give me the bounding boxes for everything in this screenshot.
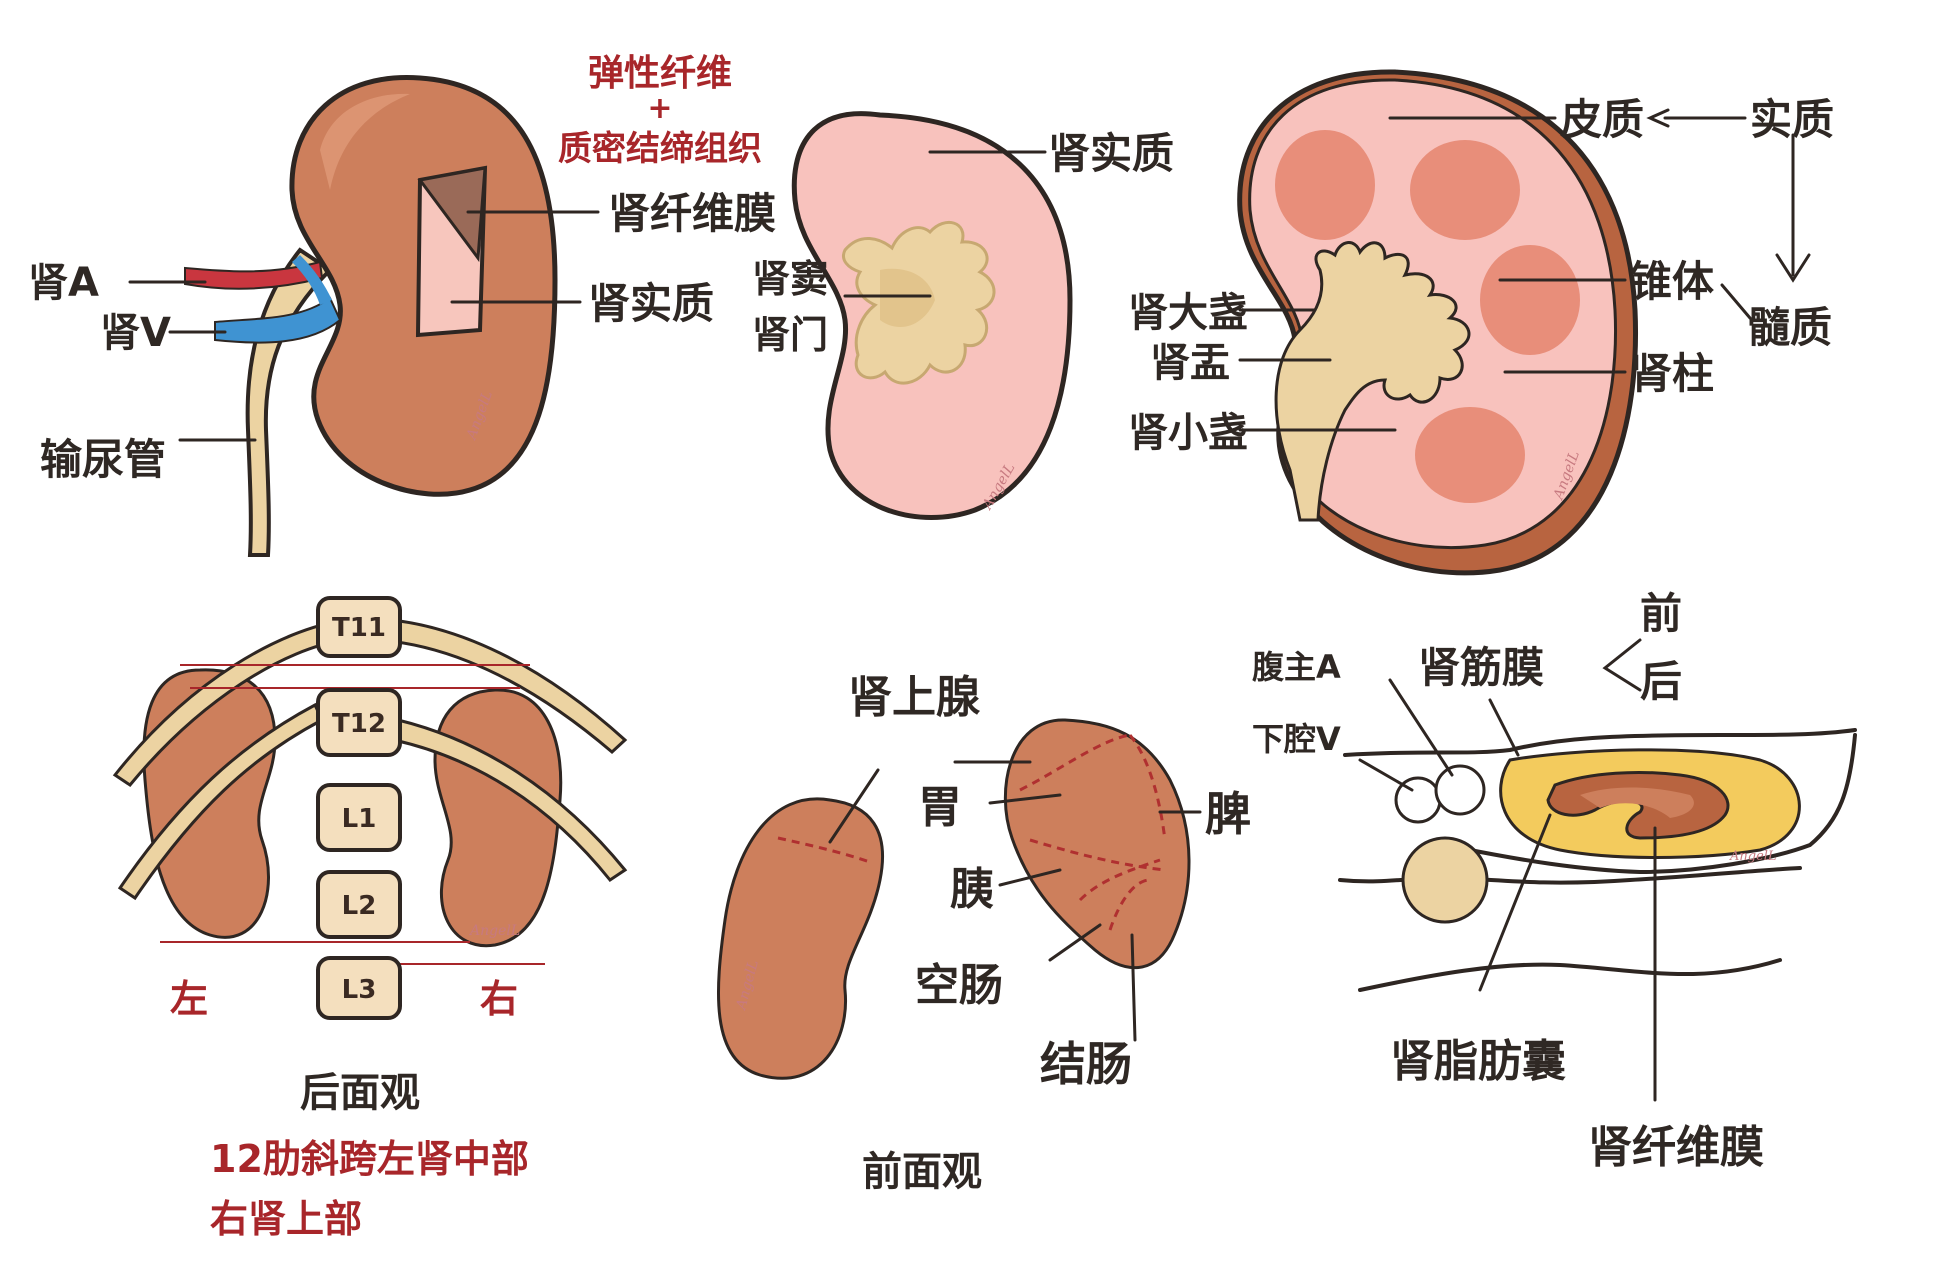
left-kidney-adrenal-line	[777, 836, 871, 864]
vertebra-l3	[316, 956, 402, 1020]
body-wall-outline	[1343, 728, 1857, 757]
label-colon: 结肠	[1040, 1037, 1132, 1091]
label-adipose-capsule: 肾脂肪囊	[1390, 1036, 1566, 1087]
panel-coronal-section	[791, 111, 1073, 520]
pancreas-area-line	[1029, 838, 1166, 872]
annotation-plus: +	[647, 91, 672, 126]
vertebra-t11	[316, 596, 402, 658]
stomach-area-line	[1019, 733, 1131, 792]
label-spleen: 脾	[1205, 787, 1251, 841]
label-pelvis: 肾盂	[1150, 340, 1230, 386]
label-aorta: 腹主A	[1252, 648, 1341, 686]
label-pancreas: 胰	[950, 864, 994, 915]
panel-anterior-view	[716, 718, 1202, 1080]
annotation-elastic-fiber: 弹性纤维	[588, 53, 732, 94]
label-stomach: 胃	[918, 782, 962, 833]
label-renal-column: 肾柱	[1630, 349, 1714, 398]
cross-section-inner	[1580, 787, 1694, 818]
label-jejunum: 空肠	[915, 960, 1003, 1011]
vertebra-label-l2: L2	[342, 891, 377, 921]
label-posterior: 后	[1640, 657, 1682, 706]
label-fibrous-capsule: 肾纤维膜	[608, 189, 776, 238]
renal-artery	[184, 260, 324, 290]
label-right: 右	[480, 977, 518, 1021]
label-medulla: 髓质	[1748, 303, 1832, 352]
panel-cross-section	[1338, 638, 1857, 1102]
annotation-dense-connective-tissue: 质密结缔组织	[558, 129, 762, 169]
kidney-shade	[320, 93, 410, 190]
panel-external-kidney	[128, 75, 600, 557]
calyces-pelvis	[1274, 241, 1471, 522]
panel-posterior-view	[112, 596, 628, 1020]
label-ureter: 输尿管	[40, 435, 166, 484]
renal-vein	[214, 296, 342, 344]
pyramid-4	[1415, 407, 1525, 503]
renal-vein-upper	[292, 255, 332, 305]
abdominal-aorta	[1434, 764, 1486, 816]
label-minor-calyx: 肾小盏	[1128, 410, 1248, 456]
right-kidney-anterior	[1003, 718, 1191, 970]
label-left: 左	[170, 977, 208, 1021]
label-renal-vein: 肾V	[100, 310, 171, 356]
signature-6: AngelL	[1729, 849, 1777, 864]
jejunum-area-line	[1078, 858, 1161, 902]
cross-section-kidney	[1546, 770, 1730, 840]
vertebra-label-l3: L3	[342, 975, 377, 1005]
colon-area-line	[1108, 878, 1151, 931]
lower-wall-outline	[1358, 958, 1782, 992]
fascia-line	[1458, 733, 1857, 874]
posterior-note-line-2: 右肾上部	[210, 1197, 362, 1241]
label-parenchyma: 肾实质	[588, 279, 714, 328]
vertebra-t12	[316, 688, 402, 757]
label-hilum: 肾门	[752, 313, 828, 357]
pyramid-2	[1410, 140, 1520, 240]
vertebral-body	[1401, 836, 1489, 924]
label-ivc: 下腔V	[1252, 720, 1341, 758]
vertebra-l2	[316, 870, 402, 939]
spleen-area-line	[1128, 734, 1167, 841]
rib-11	[112, 617, 628, 787]
signature-4: AngelL	[468, 923, 520, 939]
label-parenchyma-3: 实质	[1750, 95, 1834, 144]
rib-12-right	[392, 718, 628, 883]
label-sinus: 肾窦	[752, 257, 828, 301]
right-kidney-posterior	[433, 688, 563, 948]
posterior-note-line-1: 12肋斜跨左肾中部	[210, 1137, 529, 1181]
panel-detailed-section	[1237, 69, 1811, 576]
pyramid-1	[1275, 130, 1375, 240]
label-renal-fascia: 肾筋膜	[1418, 643, 1544, 692]
label-anterior: 前	[1640, 589, 1682, 638]
left-kidney-anterior	[716, 797, 885, 1080]
label-cortex: 皮质	[1560, 95, 1644, 144]
posterior-view-title: 后面观	[300, 1070, 420, 1116]
vertebra-l1	[316, 783, 402, 852]
label-fibrous-capsule-2: 肾纤维膜	[1588, 1122, 1764, 1173]
sinus-inner-shade	[880, 268, 935, 328]
vertebra-label-t11: T11	[332, 613, 386, 643]
label-renal-artery: 肾A	[28, 260, 99, 306]
label-major-calyx: 肾大盏	[1128, 290, 1248, 336]
vertebra-label-t12: T12	[332, 709, 386, 739]
vertebra-label-l1: L1	[342, 804, 377, 834]
label-pyramid: 锥体	[1630, 257, 1714, 306]
label-adrenal: 肾上腺	[848, 672, 981, 723]
anterior-view-title: 前面观	[862, 1149, 982, 1195]
pyramid-3	[1480, 245, 1580, 355]
label-parenchyma-2: 肾实质	[1048, 129, 1174, 178]
